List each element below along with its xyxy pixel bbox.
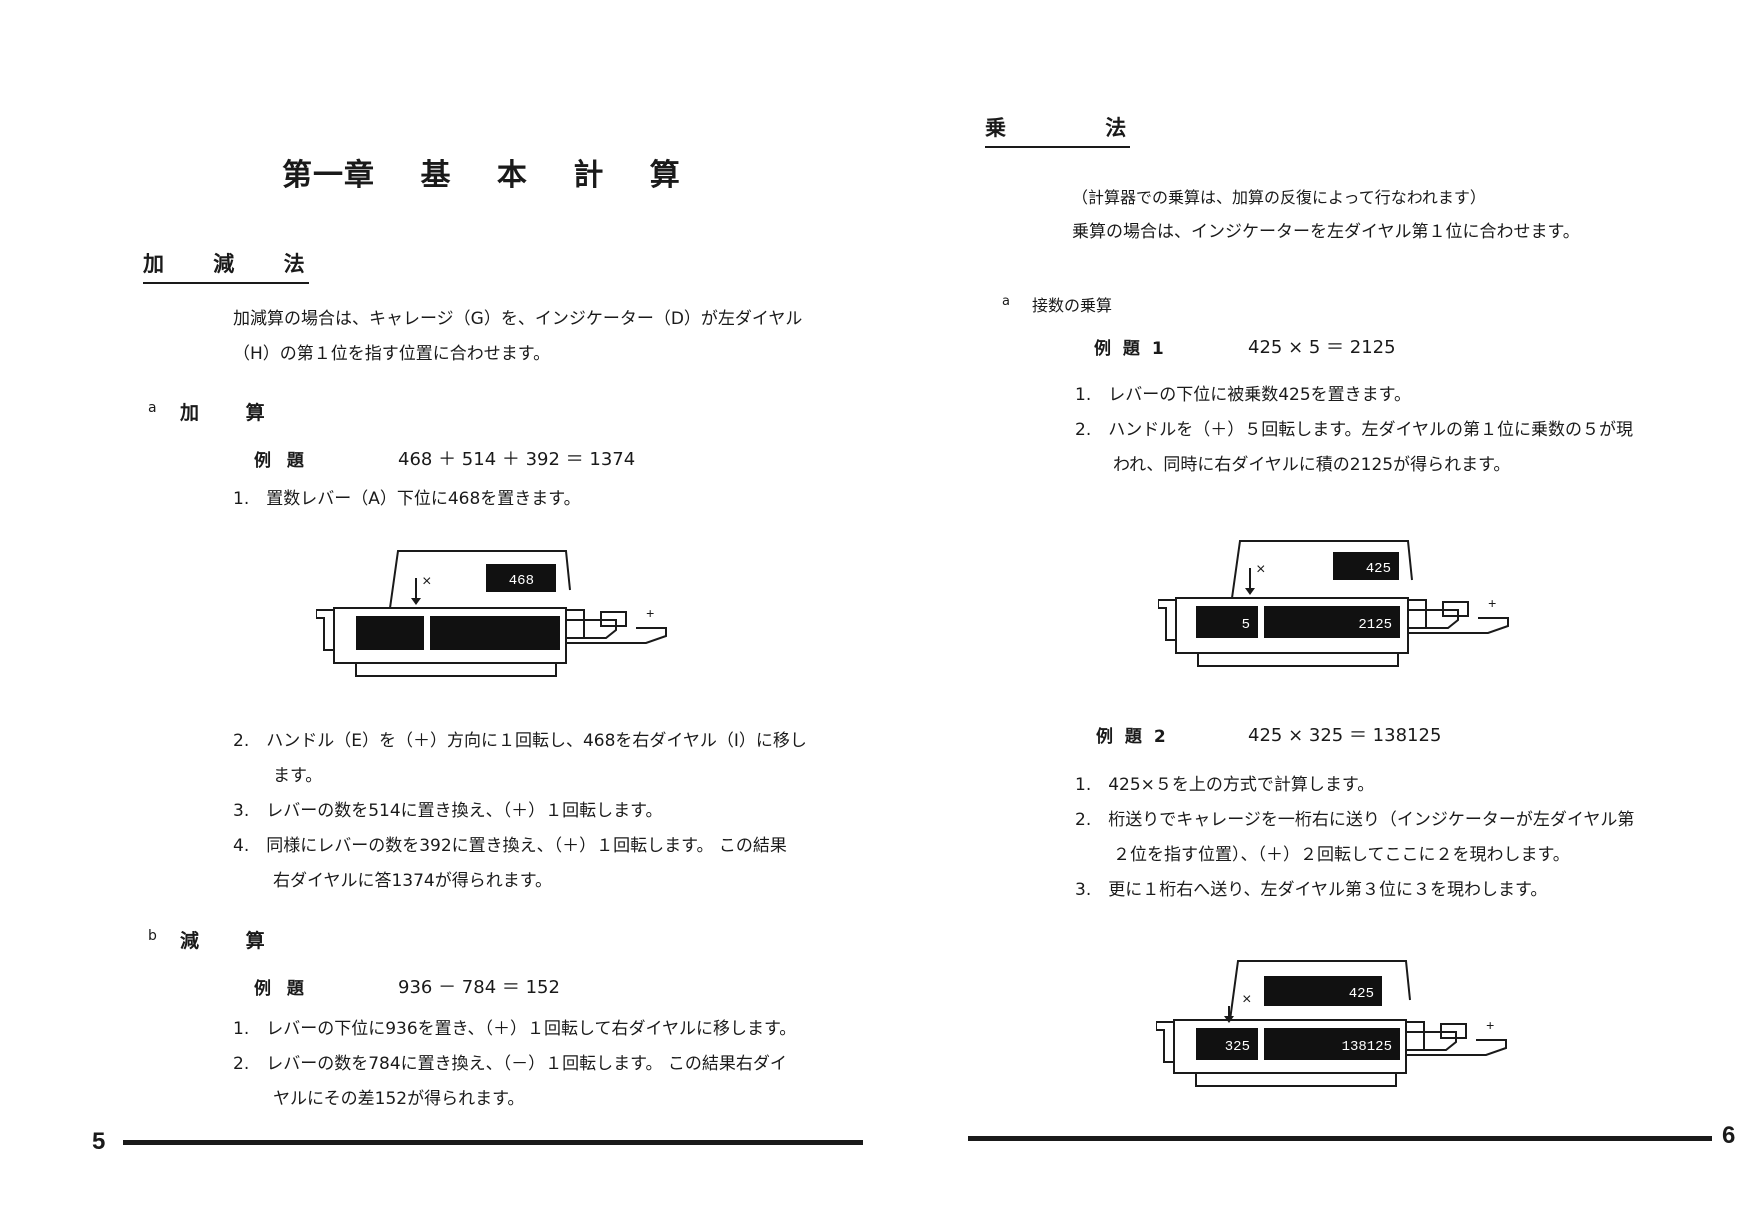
calculator-figure-addition: × + 468 [316,550,667,677]
subtraction-step-2: 2. レバーの数を784に置き換え、（－）１回転します。 この結果右ダイ [233,1054,787,1074]
example-1-step-2-cont: われ、同時に右ダイヤルに積の2125が得られます。 [1113,455,1511,475]
addition-step-4-cont: 右ダイヤルに答1374が得られます。 [273,871,553,891]
plus-mark-example-1: + [1488,597,1496,613]
addition-step-1: 1. 置数レバー（A）下位に468を置きます。 [233,489,581,509]
right-dial-example-1 [1264,606,1400,638]
multiplication-marker: a [1002,294,1010,309]
subtraction-marker: b [148,928,157,944]
multiplication-intro-1: （計算器での乗算は、加算の反復によって行なわれます） [1072,188,1486,207]
subtraction-equation: 936 － 784 ＝ 152 [398,977,560,998]
footer-rule-left [123,1140,863,1145]
right-dial-value-example-2: 138125 [1342,1039,1392,1055]
example-2-step-3: 3. 更に１桁右へ送り、左ダイヤル第３位に３を現わします。 [1075,880,1548,900]
intro-line-1: 加減算の場合は、キャレージ（G）を、インジケーター（D）が左ダイヤル [233,309,803,329]
page-number-right: 6 [1722,1122,1736,1149]
left-dial-addition [356,616,424,650]
example-2-step-2: 2. 桁送りでキャレージを一桁右に送り（インジケーターが左ダイヤル第 [1075,810,1635,830]
top-display-value-example-2: 425 [1349,986,1374,1002]
calculator-figure-example-2: × + 425 325 138125 [1156,960,1507,1087]
plus-mark-example-2: + [1486,1019,1494,1035]
addition-step-2: 2. ハンドル（E）を（＋）方向に１回転し、468を右ダイヤル（I）に移し [233,731,807,751]
cross-mark-example-2: × [1242,991,1252,1009]
addition-equation: 468 ＋ 514 ＋ 392 ＝ 1374 [398,449,636,470]
intro-line-2: （H）の第１位を指す位置に合わせます。 [233,344,551,364]
left-dial-value-example-2: 325 [1225,1039,1250,1055]
example-1-label: 例 題 1 [1094,339,1164,359]
example-2-equation: 425 × 325 ＝ 138125 [1248,725,1442,746]
cross-mark-example-1: × [1256,561,1266,579]
addition-step-3: 3. レバーの数を514に置き換え、（＋）１回転します。 [233,801,663,821]
section-title-addition-subtraction: 加 減 法 [143,248,309,284]
subtraction-title: 減 算 [180,930,265,952]
example-1-equation: 425 × 5 ＝ 2125 [1248,337,1396,358]
addition-example-label: 例 題 [254,451,304,471]
top-display-example-2 [1264,976,1382,1006]
example-1-step-2: 2. ハンドルを（＋）５回転します。左ダイヤルの第１位に乗数の５が現 [1075,420,1634,440]
left-dial-value-example-1: 5 [1242,617,1250,633]
top-display-value-example-1: 425 [1366,561,1391,577]
left-dial-example-1 [1196,606,1258,638]
right-dial-addition [430,616,560,650]
page-number-left: 5 [92,1128,106,1155]
subtraction-step-2-cont: ヤルにその差152が得られます。 [273,1089,525,1109]
addition-marker: a [148,400,157,416]
subtraction-step-1: 1. レバーの下位に936を置き、（＋）１回転して右ダイヤルに移します。 [233,1019,797,1039]
example-2-step-1: 1. 425×５を上の方式で計算します。 [1075,775,1375,795]
right-dial-value-example-1: 2125 [1358,617,1392,633]
addition-step-4: 4. 同様にレバーの数を392に置き換え、（＋）１回転します。 この結果 [233,836,787,856]
footer-rule-right [968,1136,1712,1141]
chapter-title: 第一章 基 本 計 算 [282,158,681,193]
example-2-label: 例 題 2 [1096,727,1166,747]
top-display-addition [486,564,556,592]
example-2-step-2-cont: ２位を指す位置）、（＋）２回転してここに２を現わします。 [1113,845,1570,865]
top-display-example-1 [1333,552,1399,580]
right-dial-example-2 [1264,1028,1400,1060]
addition-step-2-cont: ます。 [273,766,323,786]
top-display-value-addition: 468 [509,573,534,589]
multiplication-subtitle: 接数の乗算 [1032,296,1113,315]
addition-title: 加 算 [180,402,265,424]
section-title-multiplication: 乗 法 [985,112,1131,148]
left-dial-example-2 [1196,1028,1258,1060]
calculator-figure-example-1: × + 425 5 2125 [1158,540,1509,667]
subtraction-example-label: 例 題 [254,979,304,999]
multiplication-intro-2: 乗算の場合は、インジケーターを左ダイヤル第１位に合わせます。 [1072,222,1580,242]
cross-mark-addition: × [422,573,432,591]
example-1-step-1: 1. レバーの下位に被乗数425を置きます。 [1075,385,1411,405]
plus-mark-addition: + [646,607,654,623]
